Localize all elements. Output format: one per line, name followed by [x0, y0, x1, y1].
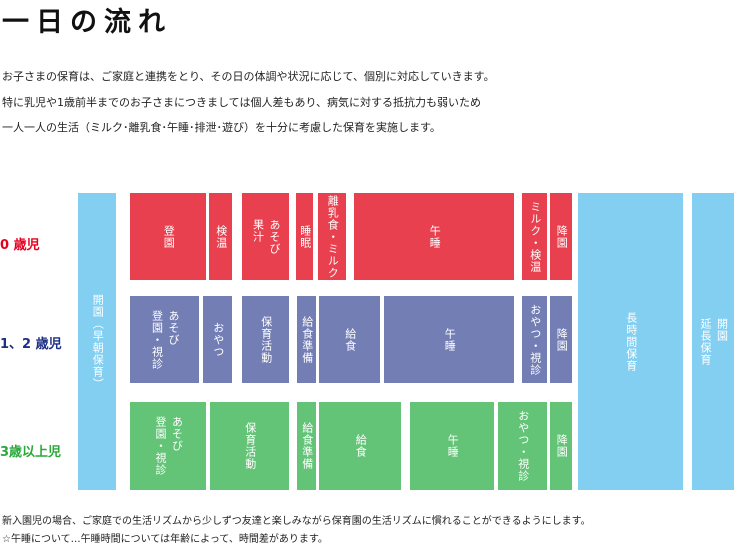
schedule-block: あそび 登園・視診 — [130, 402, 206, 490]
schedule-block: 登園 — [130, 193, 206, 280]
schedule-block: 降園 — [550, 193, 572, 280]
age-label-1-2: 1、2 歳児 — [0, 337, 62, 352]
age-label-0: 0 歳児 — [0, 238, 40, 253]
schedule-block: 睡眠 — [296, 193, 313, 280]
extended-care-block: 開園 延長保育 — [692, 193, 734, 490]
schedule-block: 給食 — [319, 296, 380, 383]
schedule-block: 午睡 — [410, 402, 494, 490]
schedule-block: 検温 — [209, 193, 232, 280]
schedule-block: 離乳食・ミルク — [318, 193, 346, 280]
schedule-block: あそび 登園・視診 — [130, 296, 199, 383]
page-title: 一日の流れ — [2, 7, 172, 38]
schedule-block: 降園 — [550, 296, 572, 383]
schedule-block: 降園 — [550, 402, 572, 490]
long-care-block: 長時間保育 — [578, 193, 683, 490]
intro-line: 特に乳児や1歳前半までのお子さまにつきましては個人差もあり、病気に対する抵抗力も… — [2, 96, 482, 109]
note-line: ☆午睡について…午睡時間については年齢によって、時間差があります。 — [2, 534, 328, 544]
schedule-block: おやつ・視診 — [498, 402, 547, 490]
schedule-block: おやつ・視診 — [522, 296, 547, 383]
schedule-block: 給食準備 — [297, 296, 316, 383]
intro-line: お子さまの保育は、ご家庭と連携をとり、その日の体調や状況に応じて、個別に対応して… — [2, 70, 495, 83]
intro-line: 一人一人の生活（ミルク･離乳食･午睡･排泄･遊び）を十分に考慮した保育を実施しま… — [2, 121, 441, 134]
schedule-block: 給食 — [319, 402, 401, 490]
age-label-3plus: 3歳以上児 — [0, 445, 62, 460]
schedule-block: ミルク・検温 — [522, 193, 547, 280]
schedule-block: 保育活動 — [242, 296, 289, 383]
schedule-block: 保育活動 — [210, 402, 289, 490]
schedule-block: 午睡 — [384, 296, 514, 383]
schedule-block: 午睡 — [354, 193, 514, 280]
schedule-block: あそび 果汁 — [242, 193, 289, 280]
note-line: 新入園児の場合、ご家庭での生活リズムから少しずつ友達と楽しみながら保育園の生活リ… — [2, 516, 591, 527]
schedule-block: おやつ — [203, 296, 232, 383]
early-care-block: 開園（早朝保育） — [78, 193, 116, 490]
schedule-block: 給食準備 — [297, 402, 316, 490]
